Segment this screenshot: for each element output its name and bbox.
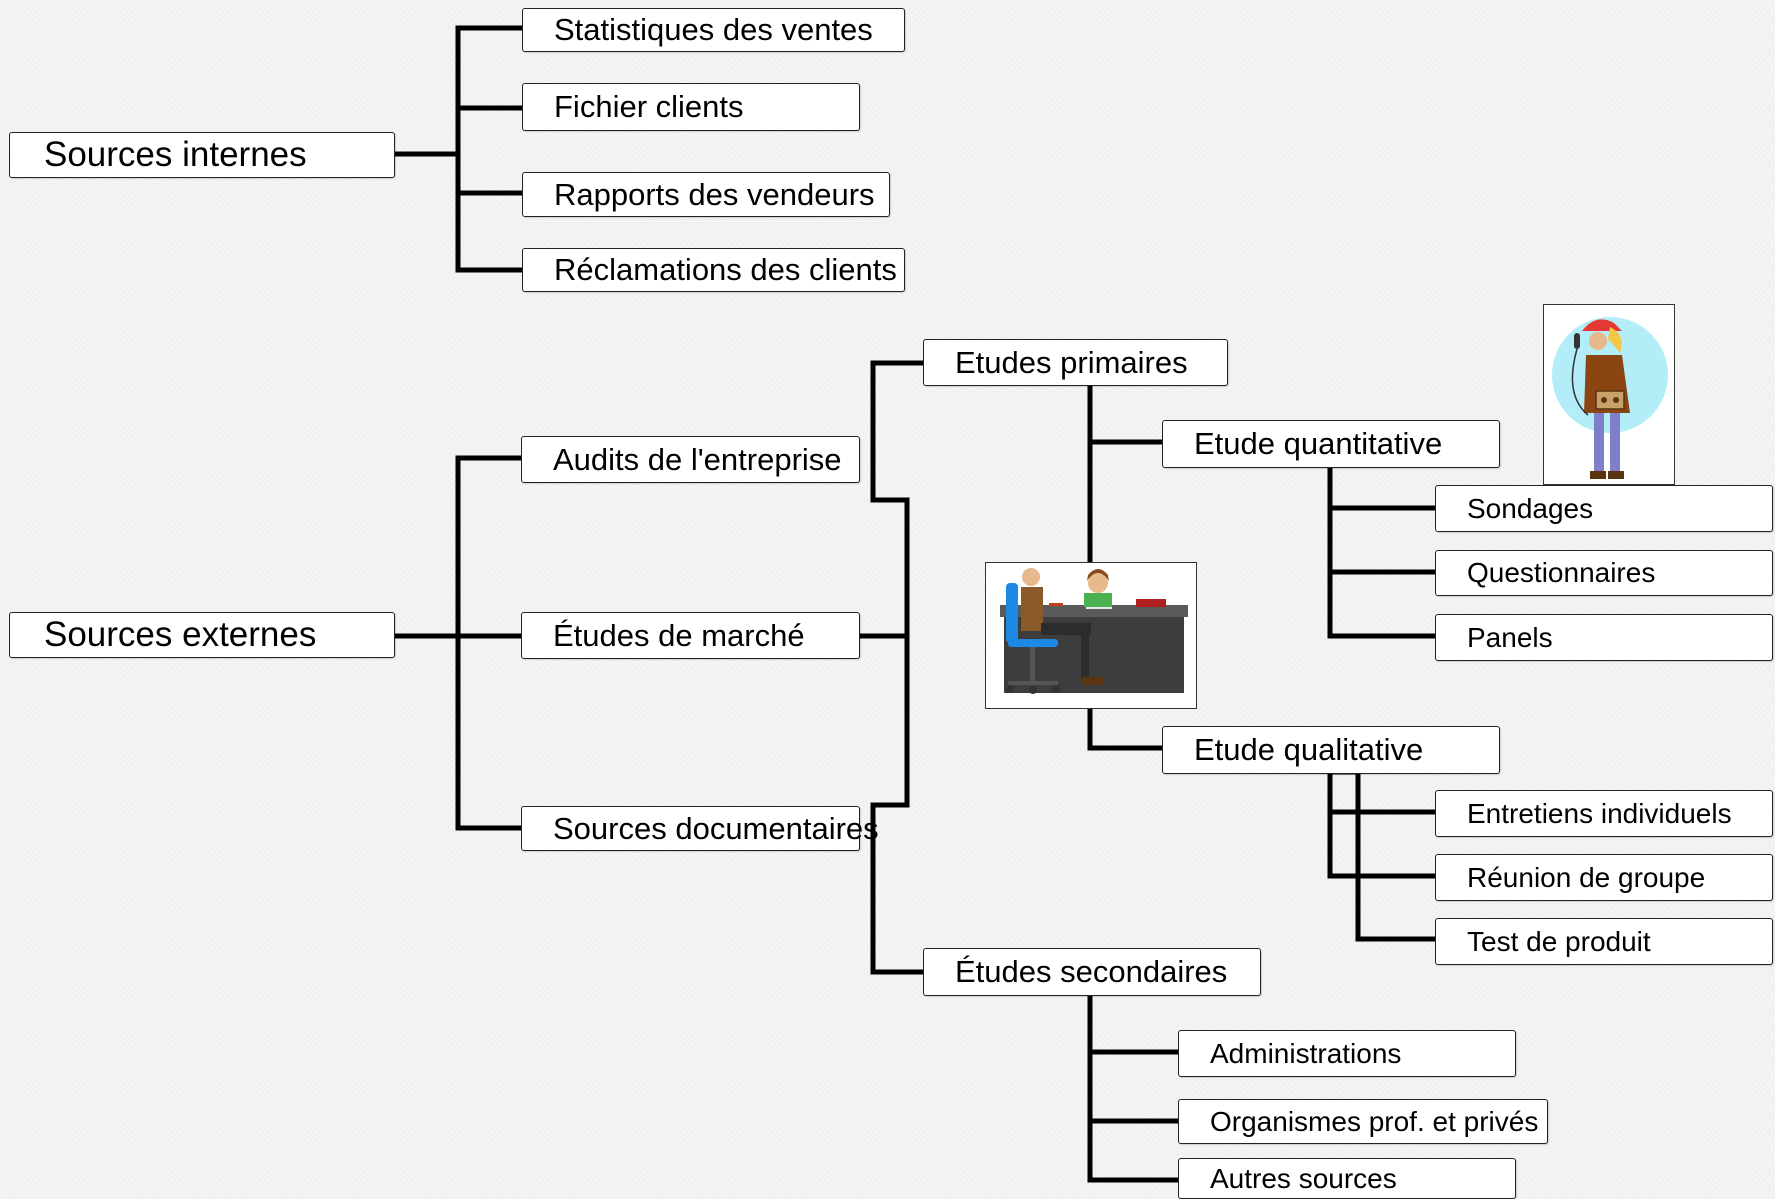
test-de-produit-node: Test de produit: [1435, 918, 1773, 965]
entretiens-individuels-label: Entretiens individuels: [1467, 797, 1732, 829]
fichier-clients-label: Fichier clients: [554, 89, 744, 124]
etude-quantitative-node: Etude quantitative: [1162, 420, 1500, 468]
rapports-des-vendeurs-label: Rapports des vendeurs: [554, 176, 875, 212]
reclamations-des-clients-label: Réclamations des clients: [554, 252, 897, 287]
rapports-des-vendeurs-node: Rapports des vendeurs: [522, 172, 890, 217]
etudes-de-marche-node: Études de marché: [521, 612, 860, 659]
etude-qualitative-node: Etude qualitative: [1162, 726, 1500, 774]
administrations-label: Administrations: [1210, 1037, 1402, 1069]
etudes-secondaires-node: Études secondaires: [923, 948, 1261, 996]
sources-internes-node: Sources internes: [9, 132, 395, 178]
etudes-de-marche-label: Études de marché: [553, 617, 805, 653]
statistiques-des-ventes-node: Statistiques des ventes: [522, 8, 905, 52]
autres-sources-label: Autres sources: [1210, 1162, 1397, 1194]
reclamations-des-clients-node: Réclamations des clients: [522, 248, 905, 292]
sources-documentaires-node: Sources documentaires: [521, 806, 879, 851]
panels-node: Panels: [1435, 614, 1773, 661]
etudes-primaires-node: Etudes primaires: [923, 339, 1228, 386]
test-de-produit-label: Test de produit: [1467, 925, 1651, 957]
questionnaires-node: Questionnaires: [1435, 550, 1773, 596]
sources-internes-label: Sources internes: [44, 135, 307, 174]
etudes-secondaires-label: Études secondaires: [955, 954, 1228, 989]
interview-clipart-icon: [985, 562, 1197, 709]
statistiques-des-ventes-label: Statistiques des ventes: [554, 12, 873, 47]
organismes-prof-prives-node: Organismes prof. et privés: [1178, 1099, 1548, 1144]
sources-externes-label: Sources externes: [44, 615, 317, 654]
administrations-node: Administrations: [1178, 1030, 1516, 1077]
sondages-node: Sondages: [1435, 485, 1773, 532]
autres-sources-node: Autres sources: [1178, 1158, 1516, 1199]
reunion-de-groupe-label: Réunion de groupe: [1467, 861, 1706, 893]
sources-documentaires-label: Sources documentaires: [553, 810, 879, 846]
questionnaires-label: Questionnaires: [1467, 557, 1656, 588]
fichier-clients-node: Fichier clients: [522, 83, 860, 131]
panels-label: Panels: [1467, 621, 1553, 653]
organismes-prof-prives-label: Organismes prof. et privés: [1210, 1105, 1539, 1137]
reunion-de-groupe-node: Réunion de groupe: [1435, 854, 1773, 901]
etude-qualitative-label: Etude qualitative: [1194, 732, 1424, 767]
audits-entreprise-label: Audits de l'entreprise: [553, 441, 842, 477]
sondages-label: Sondages: [1467, 492, 1594, 524]
entretiens-individuels-node: Entretiens individuels: [1435, 790, 1773, 837]
sources-externes-node: Sources externes: [9, 612, 395, 658]
etude-quantitative-label: Etude quantitative: [1194, 426, 1443, 461]
etudes-primaires-label: Etudes primaires: [955, 344, 1188, 380]
audits-entreprise-node: Audits de l'entreprise: [521, 436, 860, 483]
interviewer-with-microphone-icon: [1543, 304, 1675, 485]
